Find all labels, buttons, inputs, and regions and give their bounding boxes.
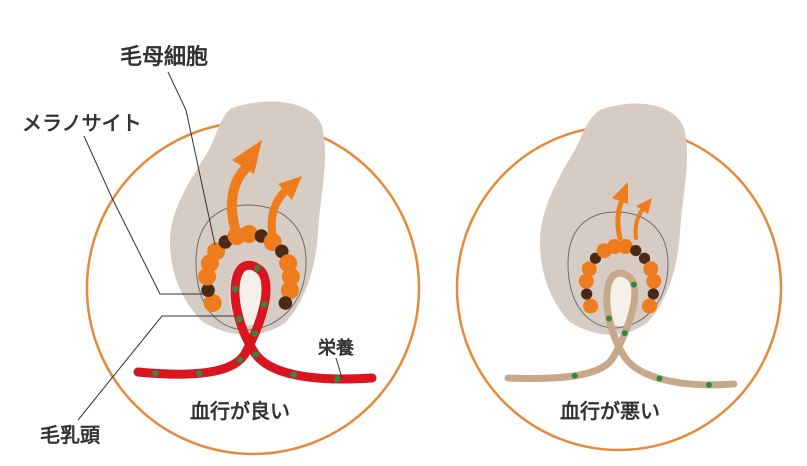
hair-matrix-cell xyxy=(198,267,217,286)
leader-line-melanocyte xyxy=(83,135,209,295)
curved-up-arrow-icon xyxy=(615,197,625,241)
curved-up-arrow-icon xyxy=(226,163,251,237)
nutrient-dot xyxy=(152,370,159,377)
nutrient-dot xyxy=(231,285,239,293)
melanocyte-cell xyxy=(581,288,593,300)
melanocyte-cell xyxy=(589,252,602,264)
hair-matrix-cell xyxy=(281,267,300,286)
follicle-inner-outline xyxy=(567,211,669,329)
follicle-inner-outline xyxy=(195,204,307,331)
arrow-head-icon xyxy=(636,198,652,214)
nutrient-dot xyxy=(571,372,578,379)
nutrient-dot xyxy=(656,375,663,382)
nutrient-dot xyxy=(630,281,637,288)
hair-matrix-cell xyxy=(617,239,633,255)
nutrient-dots xyxy=(571,281,712,388)
curved-up-arrow-icon xyxy=(267,186,290,236)
caption-good: 血行が良い xyxy=(190,399,290,423)
nutrient-dot xyxy=(236,356,244,364)
hair-matrix-cell xyxy=(240,225,258,243)
nutrient-dot xyxy=(252,351,259,358)
hair-matrix-cell xyxy=(280,281,299,300)
nutrient-dots xyxy=(152,264,341,383)
nutrient-dot xyxy=(290,371,297,378)
arrow-head-icon xyxy=(612,182,628,204)
hair-matrix-cell-ring xyxy=(578,239,662,314)
nutrient-dot xyxy=(251,330,259,337)
nutrient-dot xyxy=(195,370,203,377)
blood-vessel xyxy=(133,260,377,384)
leader-line-papilla xyxy=(77,315,234,421)
hair-matrix-cell xyxy=(581,261,597,277)
leader-line-hair-matrix xyxy=(167,71,216,246)
melanocyte-cell xyxy=(638,252,651,264)
hair-matrix-cell xyxy=(607,239,623,255)
label-dermal-papilla: 毛乳頭 xyxy=(40,423,101,447)
hair-matrix-cell xyxy=(203,294,222,312)
nutrient-dot xyxy=(254,264,261,272)
hair-matrix-cell xyxy=(646,273,662,289)
melanocyte-cell xyxy=(647,288,659,300)
leader-line-nutrition xyxy=(335,357,343,379)
label-nutrition: 栄養 xyxy=(317,337,354,359)
melanocyte-cell xyxy=(278,296,293,310)
nutrient-dot xyxy=(333,375,341,383)
arrow-head-icon xyxy=(232,140,262,174)
label-hair-matrix-cells: 毛母細胞 xyxy=(120,44,208,70)
hair-matrix-cell xyxy=(578,273,594,289)
blood-vessel xyxy=(504,269,738,389)
hair-matrix-cell xyxy=(641,298,657,314)
curved-up-arrow-icon xyxy=(633,208,644,240)
panel-good-circulation: 毛母細胞 メラノサイト 毛乳頭 栄養 血行が良い xyxy=(22,44,421,456)
arrow-head-icon xyxy=(278,176,302,200)
hair-matrix-cell xyxy=(643,261,659,277)
melanocyte-cell xyxy=(630,244,642,257)
nutrient-dot xyxy=(236,315,243,323)
hair-matrix-cell xyxy=(583,298,599,314)
caption-poor: 血行が悪い xyxy=(560,399,660,423)
nutrient-dot xyxy=(621,330,628,337)
hair-matrix-cell xyxy=(279,254,298,273)
label-melanocyte: メラノサイト xyxy=(22,111,142,135)
nutrient-dot xyxy=(705,381,712,388)
nutrient-dot xyxy=(261,301,268,308)
panel-poor-circulation: 血行が悪い xyxy=(455,103,783,452)
nutrient-dot xyxy=(606,315,613,322)
